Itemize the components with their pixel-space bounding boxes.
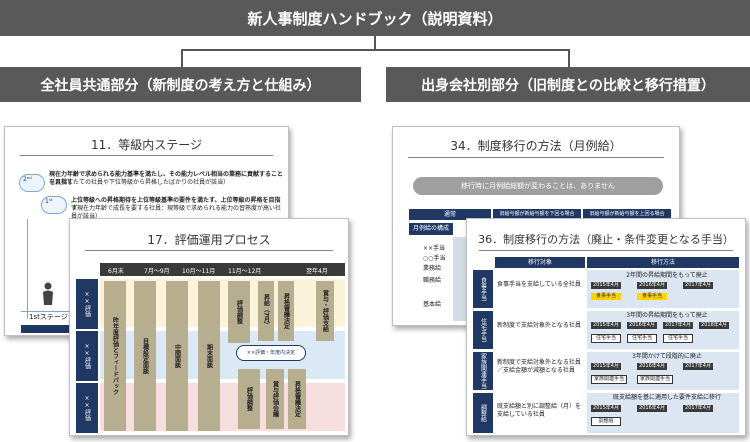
- family-chip-2: 2016年4月: [637, 363, 667, 370]
- connector-vertical: [374, 36, 376, 50]
- meal-chip-3: 2017年4月: [683, 282, 713, 289]
- meal-chip-1: 2015年4月: [591, 282, 621, 289]
- col-header-target: 移行対象: [495, 257, 585, 268]
- stage-1-label: 1ˢᵗ: [45, 198, 53, 205]
- stage-2-desc-sub: （入社したての社員や下位等級から昇格したばかりの社員が該当）: [49, 179, 230, 186]
- row-housing-label: 住宅手当: [473, 311, 493, 349]
- connector-left: [181, 49, 183, 67]
- row-meal-label: 食事手当: [473, 270, 493, 308]
- timeline-0: 6月末: [108, 268, 124, 275]
- housing-item-3: 住宅手当: [663, 334, 693, 343]
- stage-2-label: 2ⁿᵈ: [23, 176, 32, 183]
- timeline-3: 11月～12月: [228, 268, 262, 275]
- meal-chip-2: 2016年4月: [637, 282, 667, 289]
- slide-title: 36．制度移行の方法（廃止・条件変更となる手当）: [478, 233, 734, 246]
- stage-divider: [27, 219, 28, 319]
- housing-chip-1: 2015年4月: [591, 322, 621, 329]
- housing-chip-4: 2018年4月: [699, 322, 729, 329]
- item-3: 業務給: [423, 265, 442, 272]
- row-family-method: 3年間かけて段階的に廃止: [632, 353, 702, 360]
- row-label-2: ××評価: [76, 331, 98, 381]
- slide-transition-allowances: 36．制度移行の方法（廃止・条件変更となる手当） 移行対象 移行方法 食事手当 …: [466, 218, 746, 436]
- title-rule: [479, 250, 733, 251]
- family-chip-3: 2017年4月: [683, 363, 713, 370]
- row-adjust-method-bg: [587, 393, 739, 433]
- housing-chip-3: 2017年4月: [663, 322, 693, 329]
- process-raise: 昇給（7月）: [258, 281, 274, 341]
- timeline-4: 翌年4月: [306, 268, 328, 275]
- item-1: ××手当: [423, 245, 446, 252]
- row-meal-method-bg: [587, 270, 739, 308]
- item-4: 職務給: [423, 277, 442, 284]
- process-yearend: 期末面談: [198, 281, 220, 431]
- row-label-1: ××評価: [76, 279, 98, 329]
- slide-title: 11．等級内ステージ: [90, 138, 203, 152]
- tab-normal: 通常: [409, 209, 491, 220]
- tab-above: 旧給与額が新給与額を上回る場合: [583, 209, 671, 220]
- section-company-header: 出身会社別部分（旧制度との比較と移行措置）: [386, 67, 750, 102]
- item-5: 基本給: [423, 301, 442, 308]
- family-chip-1: 2015年4月: [591, 363, 621, 370]
- process-feedback: 昨年度評価とフィードバック: [104, 281, 126, 431]
- meal-item-2: 食事手当: [637, 293, 667, 300]
- row-family-target: 新制度で支給対象外となる社員／支給金額が減額となる社員: [497, 359, 581, 374]
- connector-right: [568, 49, 570, 67]
- stage-1-desc-sub: （現在力年齢で成長を要する社員：現等級で求められる能力の習熟度が高い社員が該当）: [71, 205, 282, 220]
- title-rule: [20, 155, 273, 156]
- family-item-2: 家族関連手当: [637, 375, 673, 384]
- stage-footer: [21, 311, 81, 322]
- stage-2-desc: 現在力年齢で求められる能力基準を満たし、その能力レベル相当の業務に貢献することを…: [49, 171, 284, 186]
- section-common-header: 全社員共通部分（新制度の考え方と仕組み）: [0, 67, 361, 102]
- meal-item-1: 食事手当: [591, 293, 621, 300]
- page-title: 新人事制度ハンドブック（説明資料）: [0, 0, 750, 36]
- row-adjust-target: 既支給額と別に調整給（月）を支給している社員: [497, 403, 582, 418]
- row-adjust-label: 調整給: [473, 393, 493, 433]
- row-housing-method: 3年間の昇給期間をもって廃止: [626, 312, 708, 319]
- title-rule: [408, 157, 664, 158]
- stage-1-desc: 上位等級への昇格期待を上位等級基準の要件を満たす、上位等級の昇格を目指す: [71, 197, 281, 212]
- housing-item-2: 住宅手当: [627, 334, 657, 343]
- timeline-bar: [100, 263, 345, 276]
- process-bonus: 賞与・評価支給: [316, 281, 334, 341]
- stage-2-marker: [19, 174, 45, 192]
- process-midterm: 中間面談: [166, 281, 188, 431]
- stage-footer-bar: [21, 325, 71, 333]
- process-goal-setting: 目標設定面談: [134, 281, 156, 431]
- title-rule: [85, 250, 333, 251]
- adjust-chip-3: 2017年4月: [683, 405, 713, 412]
- connector-horizontal: [181, 49, 570, 51]
- process-adjust: 評価調整: [228, 281, 250, 343]
- timeline-1: 7月～9月: [144, 268, 170, 275]
- process-promotion: 昇格審議決定: [278, 281, 294, 341]
- salary-structure-label: 月例給の構成: [409, 223, 453, 235]
- row-label-3: ××評価: [76, 383, 98, 433]
- housing-chip-2: 2016年4月: [627, 322, 657, 329]
- item-2: ○○手当: [423, 255, 446, 262]
- stage-1-marker: [41, 196, 67, 214]
- process-note: ××評価・年度内決定: [236, 345, 306, 361]
- row-housing-target: 新制度で支給対象外となる社員: [497, 322, 581, 329]
- lower-promotion: 昇格審議決定: [288, 369, 306, 429]
- row-meal-method: 2年間の昇給期間をもって廃止: [626, 272, 708, 279]
- adjust-chip-1: 2015年4月: [591, 405, 621, 412]
- row-adjust-method: 既支給額を基に適用した要件支給に移行: [612, 394, 721, 401]
- slide-evaluation-process: 17．評価運用プロセス 6月末 7月～9月 10月～11月 11月～12月 翌年…: [69, 218, 349, 436]
- transition-banner: 移行時に月例給総額が変わることは、ありません: [413, 177, 663, 195]
- adjust-chip-2: 2016年4月: [637, 405, 667, 412]
- person-icon: [41, 282, 55, 306]
- adjust-item-1: 調整給: [591, 417, 621, 426]
- slide-title: 17．評価運用プロセス: [147, 233, 271, 247]
- slide-title: 34．制度移行の方法（月例給）: [450, 139, 622, 153]
- row-meal-target: 食事手当を支給している全社員: [497, 281, 581, 288]
- housing-item-1: 住宅手当: [591, 334, 621, 343]
- row-family-label: 家族関連手当: [473, 352, 493, 390]
- tab-below: 旧給与額が新給与額を下回る場合: [493, 209, 581, 220]
- col-header-method: 移行方法: [587, 257, 739, 268]
- timeline-2: 10月～11月: [182, 268, 216, 275]
- lower-adjust: 評価調整: [238, 369, 260, 429]
- lower-bonus-meeting: 賞与評価会議: [266, 369, 284, 429]
- stage-footer-label: 1stステージ: [29, 313, 68, 321]
- family-item-1: 家族関連手当: [591, 375, 627, 384]
